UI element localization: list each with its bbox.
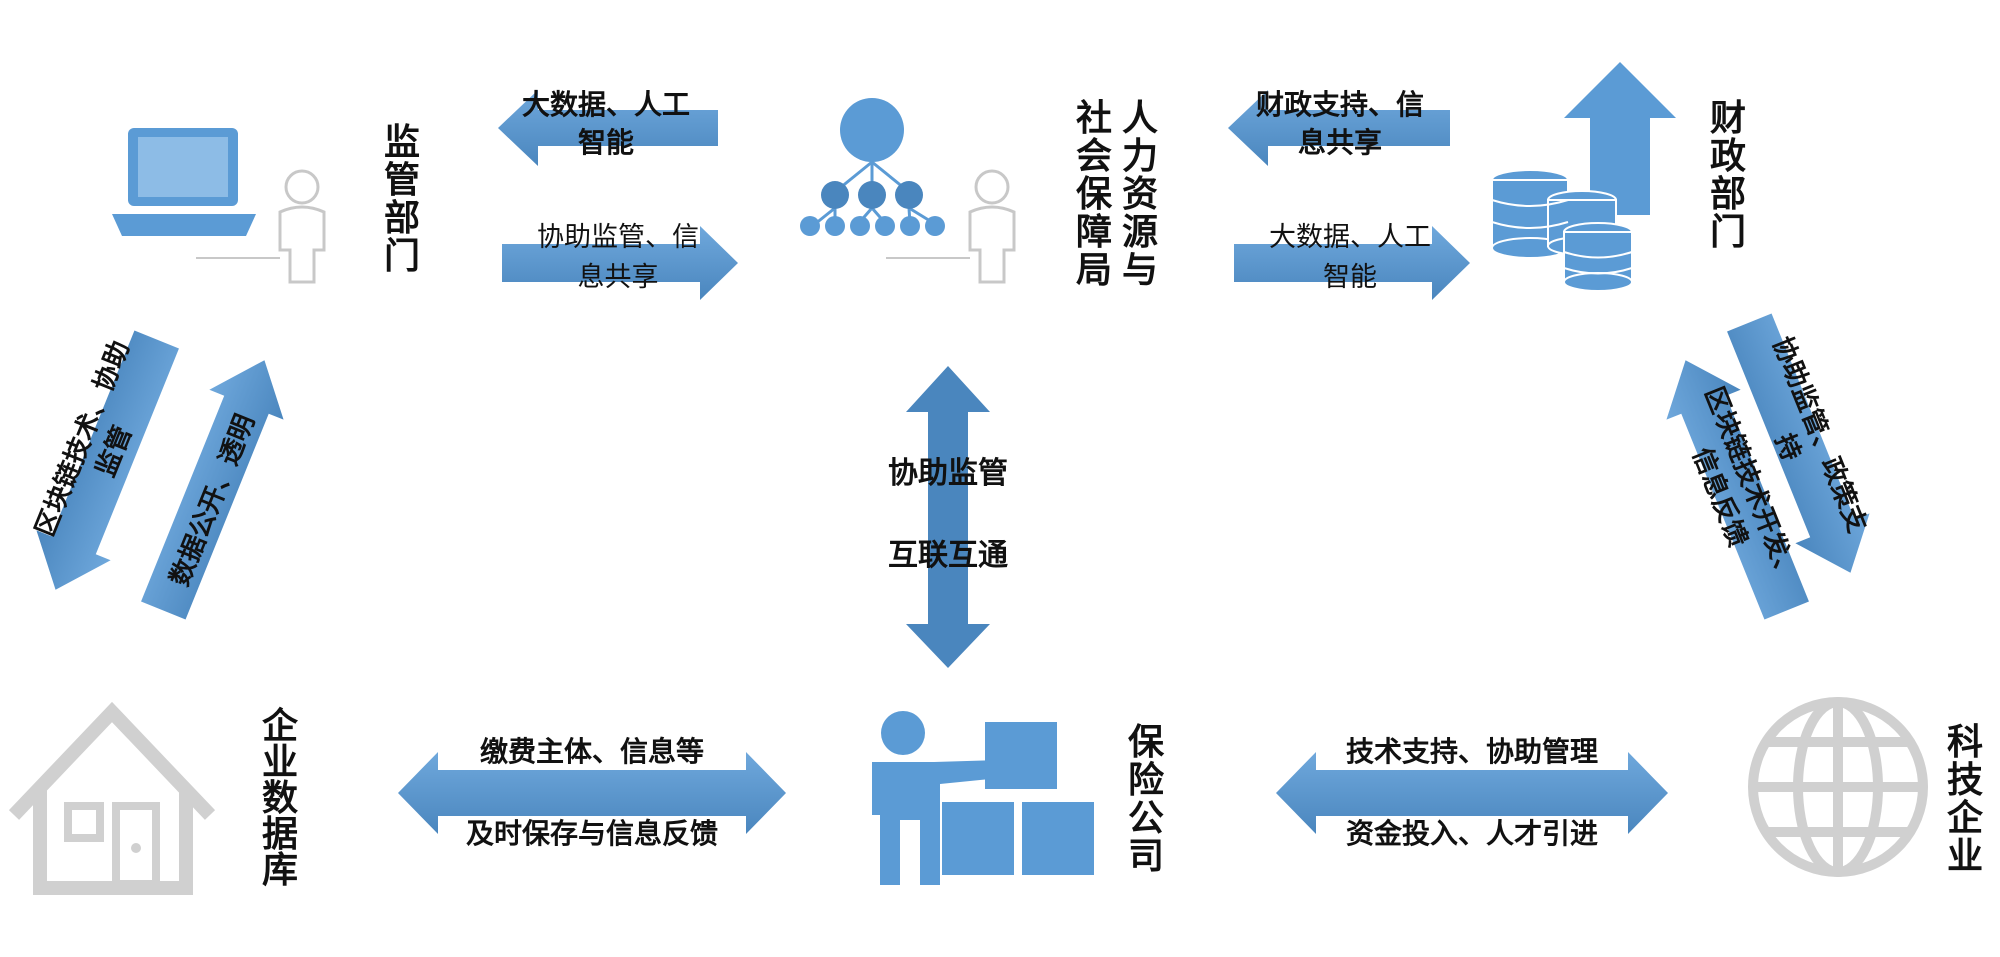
tech-company-label: 科技企业 xyxy=(1947,722,1984,877)
label-hrss-to-finance-2: 智能 xyxy=(1323,262,1377,293)
regulator-label: 监管部门 xyxy=(384,122,420,277)
label-hrss-to-regulator-2: 智能 xyxy=(578,126,634,159)
arrow-finance-to-hrss xyxy=(1228,90,1450,166)
arrow-regulator-to-hrss xyxy=(502,226,738,300)
org-chart-person-icon xyxy=(800,98,1016,284)
node-label-hrss: 人力资源与 社会保障局 xyxy=(1076,98,1158,291)
laptop-person-icon xyxy=(112,128,326,284)
arrow-regulator-to-enterprise xyxy=(36,330,179,590)
arrow-enterprise-insurer xyxy=(398,752,786,834)
insurer-label: 保险公司 xyxy=(1128,722,1165,877)
label-regulator-to-hrss-1: 协助监管、信 xyxy=(537,222,699,253)
arrow-tech-to-finance xyxy=(1666,360,1809,620)
coin-stack-up-arrow-icon xyxy=(1491,62,1676,292)
label-enterprise-insurer-bottom: 及时保存与信息反馈 xyxy=(466,817,718,850)
house-icon xyxy=(8,701,216,895)
enterprise-db-label: 企业数据库 xyxy=(262,705,299,891)
arrow-enterprise-to-regulator xyxy=(141,360,284,620)
label-hrss-to-regulator-1: 大数据、人工 xyxy=(522,88,690,121)
globe-icon xyxy=(1748,697,1928,877)
hrss-label-col2: 社会保障局 xyxy=(1076,98,1113,291)
presenter-boxes-icon xyxy=(872,711,1094,885)
arrow-finance-to-tech xyxy=(1727,313,1870,573)
label-regulator-to-hrss-2: 息共享 xyxy=(578,262,659,293)
finance-label: 财政部门 xyxy=(1710,98,1746,253)
label-insurer-tech-bottom: 资金投入、人才引进 xyxy=(1346,817,1598,850)
label-enterprise-insurer-top: 缴费主体、信息等 xyxy=(480,735,704,768)
hrss-label-col1: 人力资源与 xyxy=(1122,98,1158,291)
label-finance-to-hrss-1: 财政支持、信 xyxy=(1256,88,1424,121)
label-finance-to-hrss-2: 息共享 xyxy=(1298,126,1382,159)
arrow-hrss-to-finance xyxy=(1234,226,1470,300)
arrow-insurer-tech xyxy=(1276,752,1668,834)
label-hrss-to-finance-1: 大数据、人工 xyxy=(1269,222,1431,253)
label-insurer-tech-top: 技术支持、协助管理 xyxy=(1346,735,1598,768)
node-label-finance: 财政部门 xyxy=(1710,98,1746,253)
node-label-insurer: 保险公司 xyxy=(1128,722,1165,877)
arrow-hrss-to-regulator xyxy=(498,90,718,166)
label-hrss-insurer-top: 协助监管 xyxy=(888,456,1008,491)
node-label-tech-company: 科技企业 xyxy=(1947,722,1984,877)
arrow-hrss-insurer xyxy=(906,366,990,668)
label-hrss-insurer-bottom: 互联互通 xyxy=(888,538,1008,573)
node-label-regulator: 监管部门 xyxy=(384,122,420,277)
node-label-enterprise-db: 企业数据库 xyxy=(262,705,299,891)
